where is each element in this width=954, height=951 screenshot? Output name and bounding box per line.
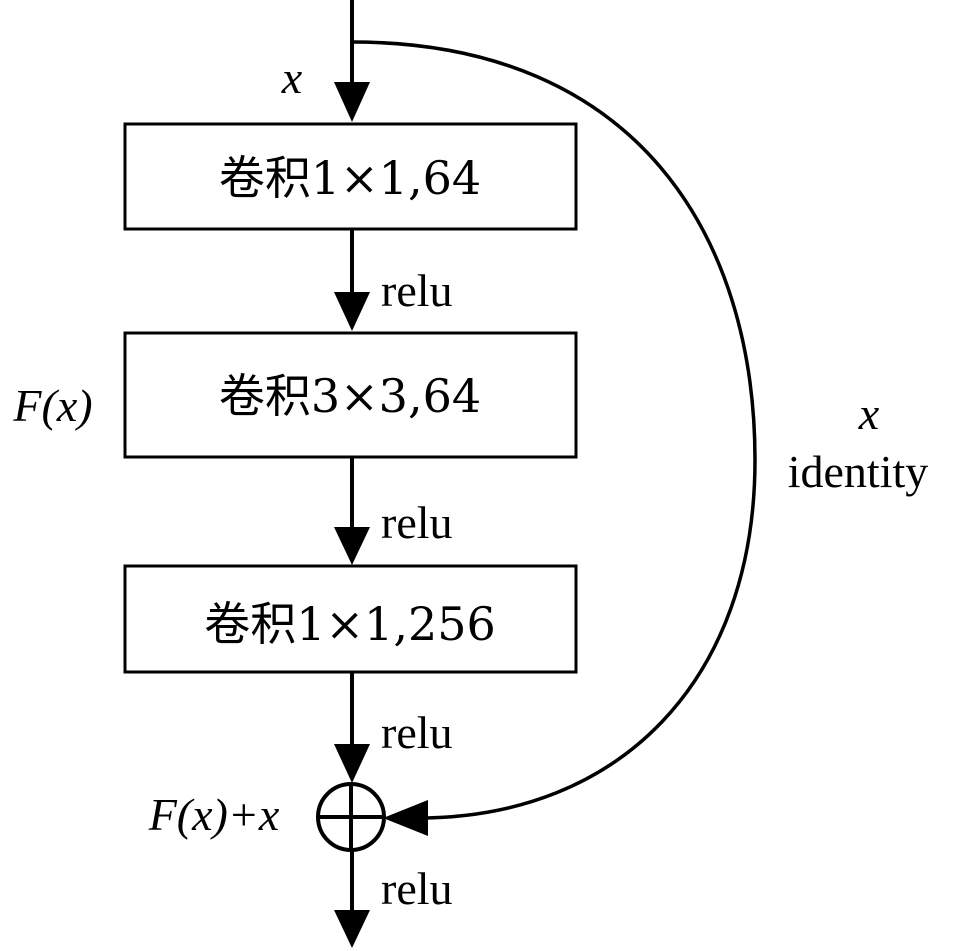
conv-block-1-box <box>123 122 578 231</box>
identity-shortcut-arrowhead <box>383 800 428 836</box>
circle-plus-icon <box>316 782 386 852</box>
conv-block-2-box <box>123 331 578 459</box>
relu-label-3: relu <box>381 707 453 758</box>
arrowhead-1 <box>334 292 370 331</box>
sum-output-label: F(x)+x <box>148 789 280 840</box>
relu-label-4: relu <box>381 863 453 914</box>
conv-block-3-box <box>123 564 578 674</box>
conv-block-3-label: 卷积1×1,256 <box>204 597 496 651</box>
input-arrowhead <box>334 82 370 122</box>
conv-block-3: 卷积1×1,256 <box>123 564 578 674</box>
shortcut-variable-label: x <box>858 388 880 439</box>
residual-function-label: F(x) <box>12 380 92 431</box>
arrowhead-3 <box>334 744 370 783</box>
arrowhead-2 <box>334 527 370 565</box>
relu-label-1: relu <box>381 265 453 316</box>
output-arrowhead <box>334 910 370 948</box>
input-label: x <box>281 52 303 103</box>
conv-block-2: 卷积3×3,64 <box>123 331 578 459</box>
identity-shortcut-arc <box>351 40 757 820</box>
conv-block-2-label: 卷积3×3,64 <box>219 369 481 423</box>
shortcut-name-label: identity <box>788 446 929 497</box>
relu-label-2: relu <box>381 497 453 548</box>
conv-block-1: 卷积1×1,64 <box>123 122 578 231</box>
conv-block-1-label: 卷积1×1,64 <box>219 151 481 205</box>
